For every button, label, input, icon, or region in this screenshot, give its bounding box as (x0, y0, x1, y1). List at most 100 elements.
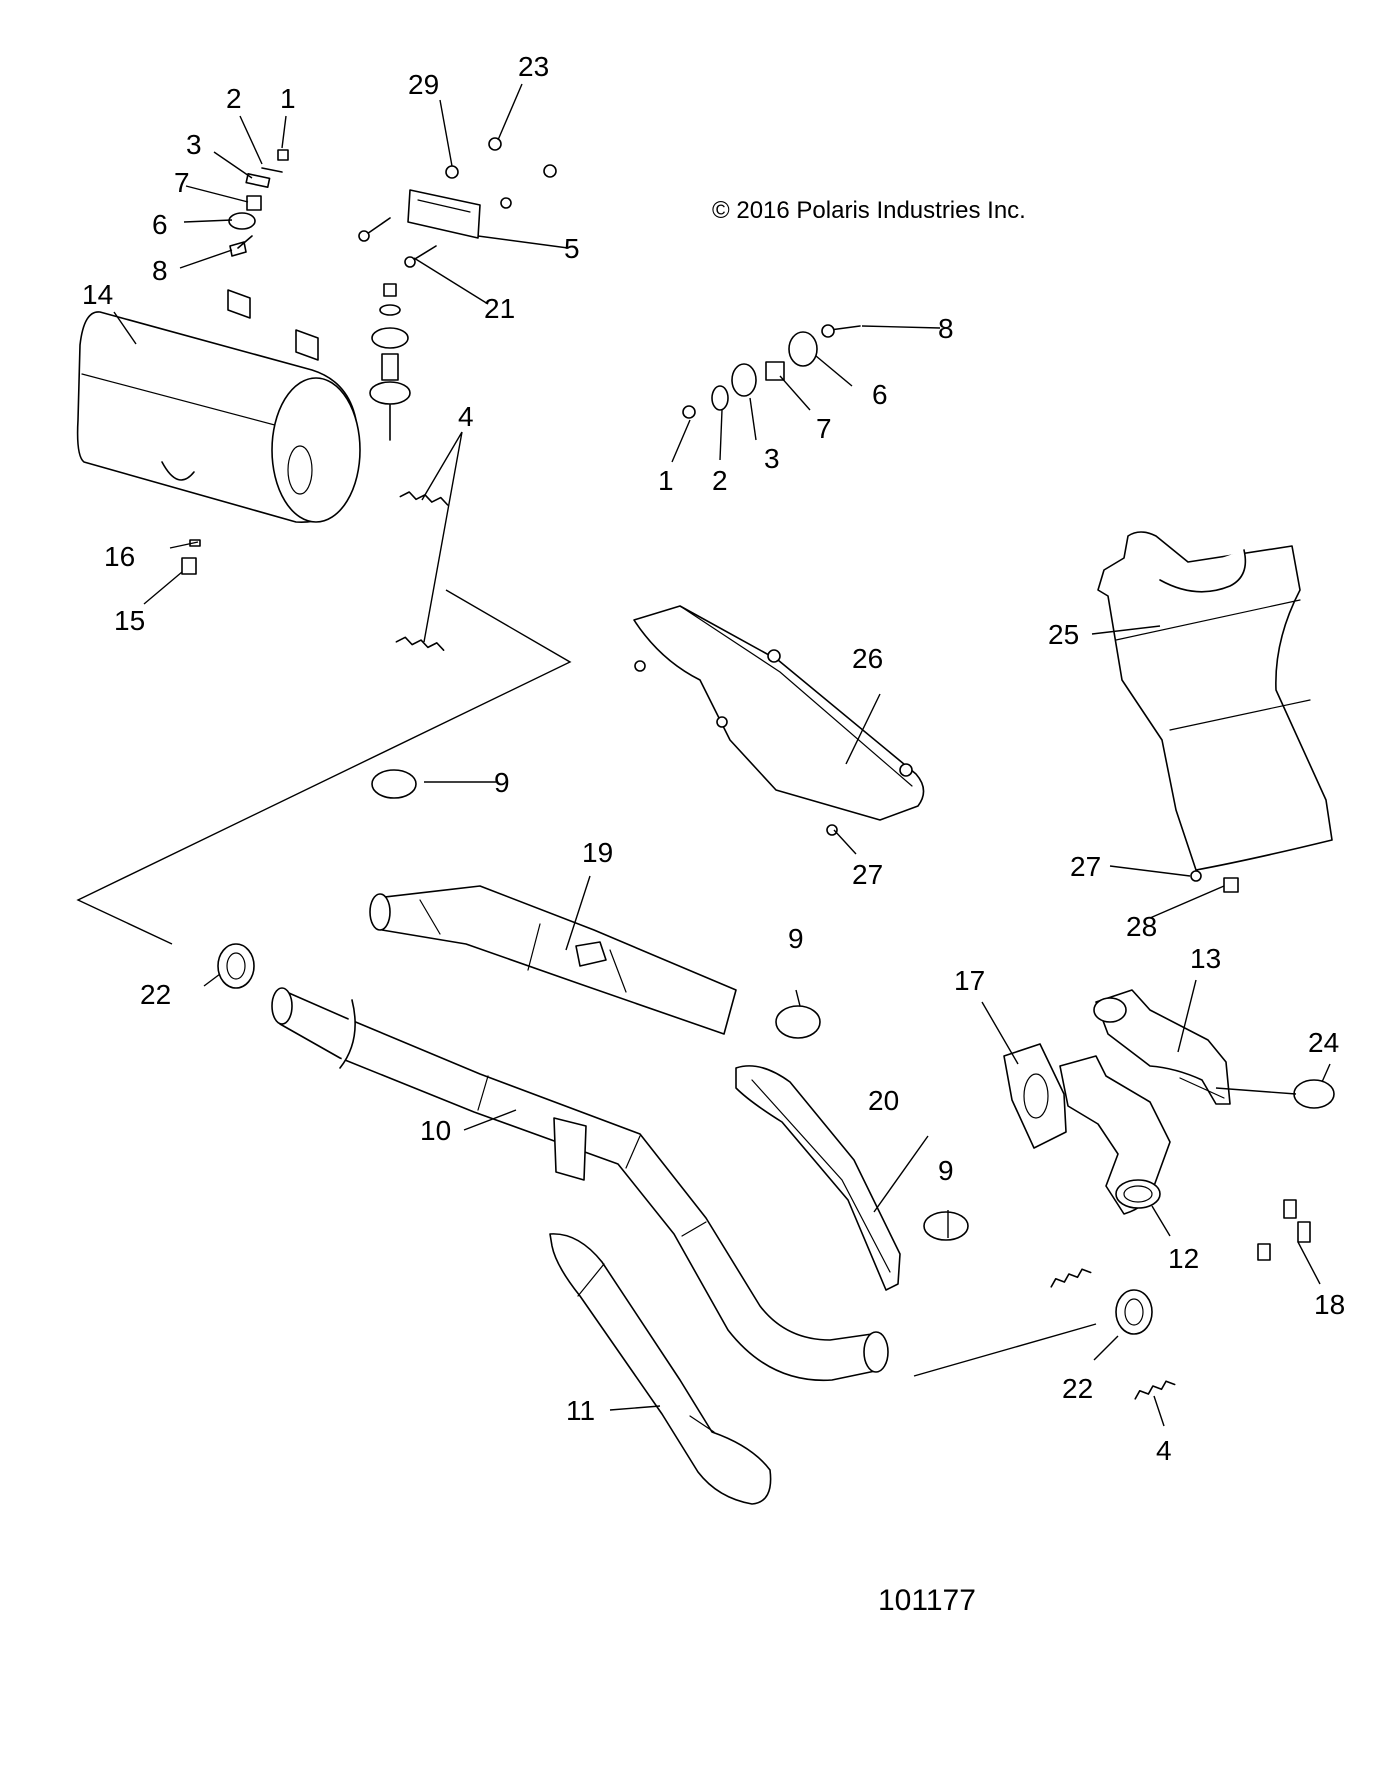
callout-1-a: 1 (280, 83, 296, 114)
gasket-22-b (1115, 1289, 1153, 1335)
isolator-stack-muffler (369, 283, 411, 441)
nut-23-a (488, 137, 502, 151)
clamps-9 (371, 769, 969, 1241)
springs-4-upper (395, 491, 449, 651)
callout-15: 15 (114, 605, 145, 636)
callout-26: 26 (852, 643, 883, 674)
washer-2-b (711, 385, 729, 411)
bolt-8-b (829, 325, 861, 331)
muffler-tab-top (227, 289, 251, 319)
callout-21: 21 (484, 293, 515, 324)
callout-22-a: 22 (140, 979, 171, 1010)
clamp-9-a (371, 769, 417, 799)
copyright-text: © 2016 Polaris Industries Inc. (712, 197, 1026, 224)
screw-27-b (716, 716, 728, 728)
mount-bracket-5 (407, 189, 481, 239)
callout-2-b: 2 (712, 465, 728, 496)
springs-4-lower (1050, 1268, 1176, 1400)
spring-4-a (399, 491, 449, 506)
bushing-7-b (765, 361, 785, 381)
spring-4-c (1050, 1268, 1092, 1288)
heat-shield-25 (1097, 531, 1333, 893)
callout-8-a: 8 (152, 255, 168, 286)
callout-7-b: 7 (816, 413, 832, 444)
heat-shield-26 (633, 605, 925, 821)
callout-11: 11 (566, 1395, 595, 1426)
callout-9-c: 9 (938, 1155, 954, 1186)
muffler-end-cap (271, 377, 361, 523)
shield-20 (735, 1065, 901, 1291)
stud-18-a (1283, 1199, 1297, 1219)
bracket-5-assembly (358, 137, 557, 268)
callout-17: 17 (954, 965, 985, 996)
reference-lines (76, 589, 572, 945)
screw-15 (181, 557, 197, 575)
studs-18 (1257, 1199, 1311, 1261)
spring-4-b (395, 636, 445, 651)
diagram-number: 101177 (878, 1584, 976, 1617)
washer-2-a (261, 167, 283, 173)
pipe-11 (549, 1233, 772, 1505)
screw-27-a (634, 660, 646, 672)
callout-3-b: 3 (764, 443, 780, 474)
clamp-24 (1293, 1079, 1335, 1109)
callout-3-a: 3 (186, 129, 202, 160)
callout-27-a: 27 (852, 859, 883, 890)
callout-4-b: 4 (1156, 1435, 1172, 1466)
callout-2-a: 2 (226, 83, 242, 114)
callout-numbers: 1 2 3 7 6 8 29 23 5 21 14 16 15 4 8 6 7 … (82, 51, 1345, 1466)
nut-top (383, 283, 397, 297)
callout-10: 10 (420, 1115, 451, 1146)
nut-1-b (682, 405, 696, 419)
grommet-6-a (228, 212, 256, 230)
callout-14: 14 (82, 279, 113, 310)
muffler-14 (76, 289, 361, 575)
washer-29 (445, 165, 459, 179)
screw-27-c (826, 824, 838, 836)
muffler-tab-rear (295, 329, 319, 361)
sleeve (381, 353, 399, 381)
leader-lines (113, 83, 1331, 1427)
bushing-7-a (246, 195, 262, 211)
grommet-6-b (788, 331, 818, 367)
callout-20: 20 (868, 1085, 899, 1116)
stud-18-b (1297, 1221, 1311, 1243)
stud-18-c (1257, 1243, 1271, 1261)
nut-1-a (277, 149, 289, 161)
callout-25: 25 (1048, 619, 1079, 650)
grommet-top (371, 327, 409, 349)
callout-28: 28 (1126, 911, 1157, 942)
callout-23: 23 (518, 51, 549, 82)
callout-7-a: 7 (174, 167, 190, 198)
callout-4-a: 4 (458, 401, 474, 432)
callout-27-b: 27 (1070, 851, 1101, 882)
callout-8-b: 8 (938, 313, 954, 344)
callout-24: 24 (1308, 1027, 1339, 1058)
callout-9-a: 9 (494, 767, 510, 798)
clip-28 (1223, 877, 1239, 893)
callout-6-b: 6 (872, 379, 888, 410)
bolt-8-a (229, 235, 253, 257)
gaskets-22 (217, 943, 1153, 1335)
callout-5: 5 (564, 233, 580, 264)
clamp-9-b (775, 1005, 821, 1039)
pipe-19 (369, 885, 737, 1035)
callout-19: 19 (582, 837, 613, 868)
mount-hardware-center (682, 324, 861, 419)
spacer-3-b (731, 363, 757, 397)
screws-27-shield (634, 660, 838, 836)
callout-18: 18 (1314, 1289, 1345, 1320)
pipe-bracket (553, 1117, 587, 1181)
pipe-13 (1093, 989, 1231, 1105)
nut-23-b (543, 164, 557, 178)
washer-29-b (500, 197, 512, 209)
gasket-22-a (217, 943, 255, 989)
callout-16: 16 (104, 541, 135, 572)
grommet-bottom (369, 381, 411, 405)
spacer-3-a (245, 173, 271, 188)
clamp-9-c (923, 1211, 969, 1241)
callout-29: 29 (408, 69, 439, 100)
pipe-spring-hook (339, 999, 356, 1069)
spring-4-d (1134, 1380, 1176, 1400)
